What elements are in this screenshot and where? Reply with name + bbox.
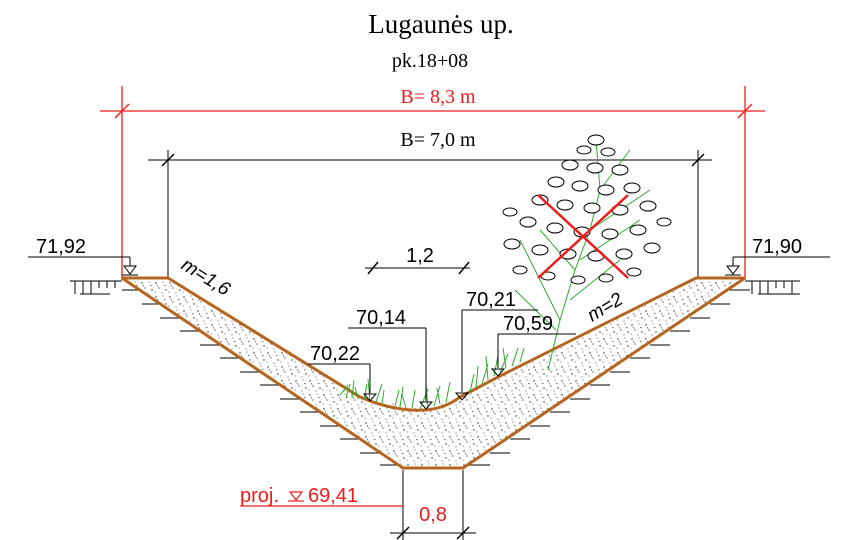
level-marker-right-slope: 70,59	[490, 313, 576, 377]
bottom-width-old-dimension: 1,2	[365, 245, 470, 275]
level-right-top: 71,90	[752, 236, 802, 258]
level-marker-center-bottom: 70,14	[348, 307, 434, 410]
level-marker-left-bottom: 70,22	[308, 343, 378, 402]
grass-clumps	[339, 347, 525, 410]
level-left-bottom: 70,22	[310, 343, 360, 365]
level-marker-right-top: 71,90	[725, 236, 830, 276]
old-channel-profile	[122, 276, 745, 412]
shrub-icon	[502, 134, 672, 371]
width-old-label: B= 7,0 m	[400, 129, 476, 151]
level-marker-right-bottom: 70,21	[454, 289, 538, 401]
ground-hatch-left	[70, 277, 404, 469]
proj-label: proj.	[240, 485, 279, 507]
gravel-lining	[122, 278, 745, 468]
removal-mark-icon	[537, 194, 629, 279]
bottom-width-old-label: 1,2	[406, 245, 434, 267]
bottom-width-new-label: 0,8	[419, 504, 447, 526]
station-label: pk.18+08	[392, 50, 468, 72]
level-left-top: 71,92	[36, 236, 86, 258]
level-marker-left-top: 71,92	[28, 236, 138, 276]
bottom-width-new-dimension: 0,8	[390, 470, 476, 540]
new-channel-profile	[121, 276, 746, 470]
level-right-slope: 70,59	[503, 313, 553, 335]
level-center-bottom: 70,14	[356, 307, 406, 329]
title: Lugaunės up.	[368, 9, 513, 39]
level-right-bottom: 70,21	[466, 289, 516, 311]
width-new-dimension: B= 8,3 m	[100, 86, 765, 280]
proj-level-marker: proj. 69,41	[240, 485, 403, 507]
proj-level: 69,41	[308, 485, 358, 507]
width-old-dimension: B= 7,0 m	[148, 129, 712, 278]
width-new-label: B= 8,3 m	[400, 86, 476, 108]
